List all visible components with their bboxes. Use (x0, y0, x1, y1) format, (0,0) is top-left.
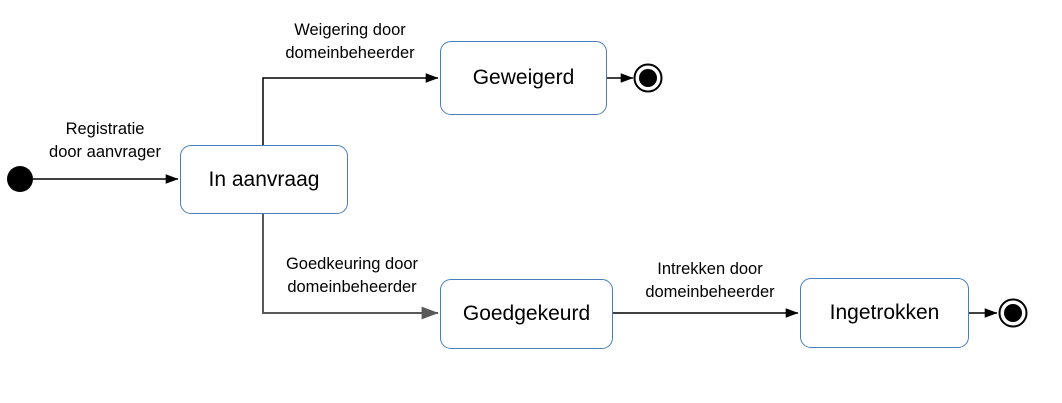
state-in-aanvraag[interactable]: In aanvraag (180, 145, 348, 214)
state-label-ingetrokken: Ingetrokken (829, 301, 940, 325)
state-ingetrokken[interactable]: Ingetrokken (800, 278, 969, 348)
state-geweigerd[interactable]: Geweigerd (440, 41, 607, 115)
state-label-in-aanvraag: In aanvraag (208, 167, 320, 191)
final-node-geweigerd (633, 63, 663, 93)
connector-weigering (262, 73, 439, 145)
initial-node (7, 166, 33, 192)
transition-label-intrekken: Intrekken door domeinbeheerder (645, 260, 775, 302)
connector-goedkeuring (262, 214, 439, 320)
state-label-goedgekeurd: Goedgekeurd (462, 302, 591, 326)
transition-label-goedkeuring: Goedkeuring door domeinbeheerder (285, 255, 419, 297)
transition-label-registratie: Registratie door aanvrager (49, 120, 161, 162)
transition-label-weigering: Weigering door domeinbeheerder (285, 21, 415, 63)
final-node-ingetrokken (998, 298, 1028, 328)
state-goedgekeurd[interactable]: Goedgekeurd (440, 279, 613, 349)
state-label-geweigerd: Geweigerd (472, 66, 575, 90)
